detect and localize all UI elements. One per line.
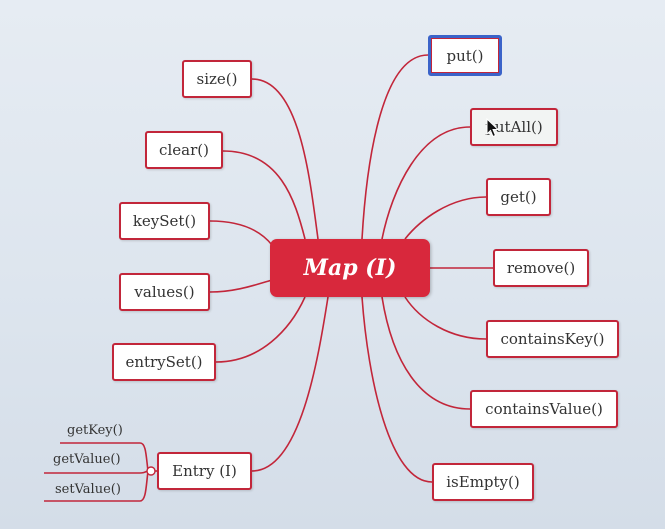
connector-containsvalue bbox=[381, 296, 471, 410]
node-getvalue[interactable]: getValue() bbox=[53, 452, 121, 467]
entry-collapse-toggle bbox=[146, 466, 156, 476]
node-containsvalue[interactable]: containsValue() bbox=[470, 390, 618, 428]
node-putall[interactable]: putAll() bbox=[470, 108, 558, 146]
node-getkey[interactable]: getKey() bbox=[67, 423, 123, 438]
connector-clear bbox=[222, 150, 306, 240]
connector-get bbox=[404, 196, 487, 240]
mouse-pointer-icon bbox=[486, 118, 500, 138]
node-get[interactable]: get() bbox=[486, 178, 551, 216]
node-entryset[interactable]: entrySet() bbox=[112, 343, 216, 381]
connector-values bbox=[209, 279, 273, 293]
central-node-map[interactable]: Map (I) bbox=[270, 239, 430, 297]
connector-put bbox=[361, 54, 429, 240]
connector-containskey bbox=[404, 296, 487, 340]
node-values[interactable]: values() bbox=[119, 273, 210, 311]
connector-putall bbox=[381, 126, 471, 240]
node-setvalue[interactable]: setValue() bbox=[55, 482, 121, 497]
node-remove[interactable]: remove() bbox=[493, 249, 589, 287]
connector-entry bbox=[251, 296, 329, 472]
node-keyset[interactable]: keySet() bbox=[119, 202, 210, 240]
node-isempty[interactable]: isEmpty() bbox=[432, 463, 534, 501]
node-size[interactable]: size() bbox=[182, 60, 252, 98]
connector-isempty bbox=[361, 296, 433, 483]
connector-getkey bbox=[60, 442, 149, 472]
connector-entryset bbox=[215, 296, 306, 363]
connector-keyset bbox=[209, 220, 273, 246]
node-put[interactable]: put() bbox=[428, 35, 502, 76]
node-clear[interactable]: clear() bbox=[145, 131, 223, 169]
node-entry[interactable]: Entry (I) bbox=[157, 452, 252, 490]
connector-setvalue bbox=[44, 470, 149, 502]
node-containskey[interactable]: containsKey() bbox=[486, 320, 619, 358]
connector-getvalue bbox=[44, 470, 149, 474]
connector-size bbox=[251, 78, 319, 240]
